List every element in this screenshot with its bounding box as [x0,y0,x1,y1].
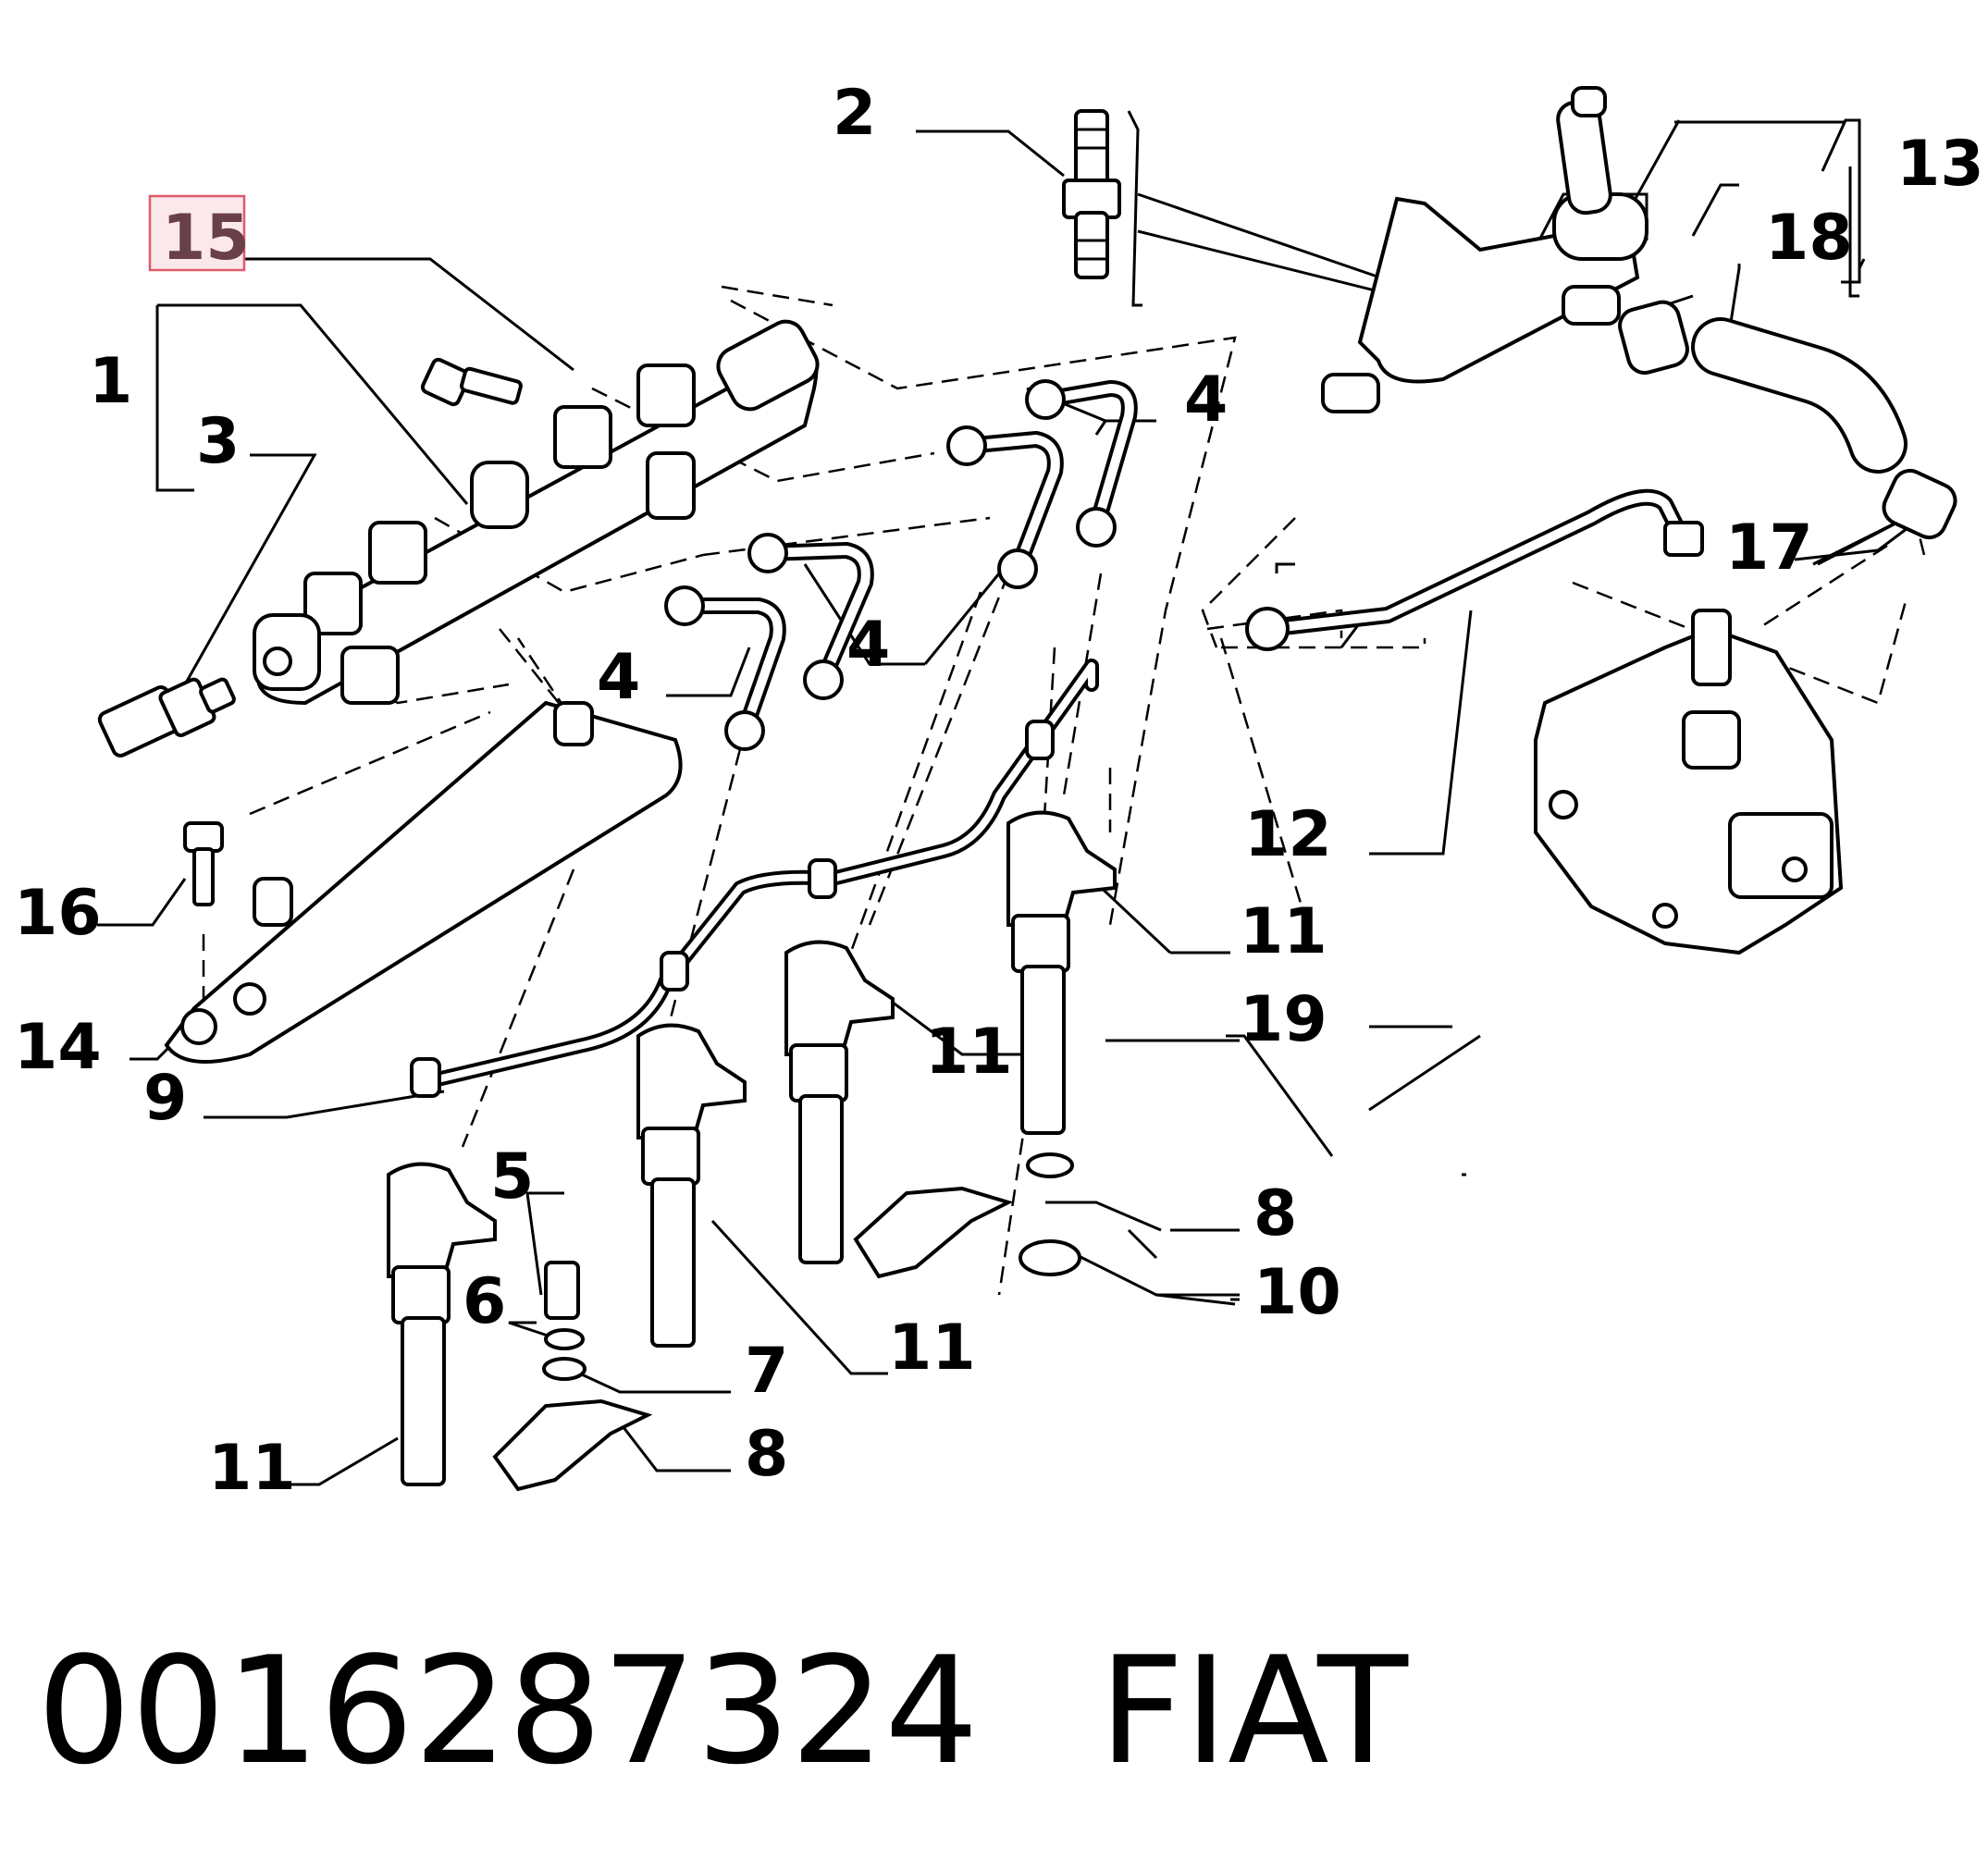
callout-9: 9 [143,1062,187,1135]
highlight-box-15 [148,194,246,272]
brand-name: FIAT [1098,1624,1408,1797]
callouts: 1 2 3 4 4 4 5 6 7 8 8 9 10 11 11 11 11 1… [14,77,1984,1505]
oring-6 [544,1328,585,1350]
washer-7 [542,1357,587,1381]
injector-11-c [784,940,895,1264]
callout-11-b: 11 [925,1016,1013,1089]
callout-8-b: 8 [745,1418,788,1491]
clamp-8-a [492,1398,653,1492]
callout-18: 18 [1765,202,1853,275]
callout-19: 19 [1240,983,1327,1056]
sleeve-5 [544,1261,580,1320]
callout-11-d: 11 [208,1432,296,1505]
fuel-rail-1 [253,319,820,706]
injector-11-a [387,1162,497,1486]
callout-14: 14 [14,1011,102,1084]
injector-11-d [1006,810,1117,1135]
pressure-sensor-3 [97,677,236,758]
callout-10: 10 [1253,1256,1341,1329]
exploded-parts-diagram: 1 2 3 4 4 4 5 6 7 8 8 9 10 11 11 11 11 1… [14,77,1984,1505]
injector-pipes-4 [664,379,1138,751]
bolt-16 [183,821,224,906]
leader-lines [97,110,1916,1486]
callout-11-c: 11 [888,1312,976,1385]
leak-off-pipe-9 [410,659,1099,1098]
hose-clamps [1618,300,1957,540]
callout-7: 7 [745,1335,788,1408]
callout-13: 13 [1896,128,1984,201]
callout-3: 3 [196,405,240,478]
small-parts [492,1152,1081,1492]
callout-12: 12 [1244,798,1332,871]
pump-union-13 [1321,86,1648,413]
callout-11-a: 11 [1240,895,1327,968]
callout-17: 17 [1725,511,1813,585]
stud-2 [1062,109,1121,279]
callout-1: 1 [89,345,132,418]
callout-4-c: 4 [597,641,640,714]
callout-4-b: 4 [846,609,890,682]
rail-cover-14 [164,700,683,1064]
callout-4-a: 4 [1184,363,1228,437]
washer-10 [1019,1239,1081,1276]
callout-8-a: 8 [1253,1177,1297,1250]
injectors-11 [387,810,1117,1486]
injector-11-b [636,1023,747,1348]
high-pressure-pump [1534,609,1844,955]
callout-16: 16 [14,877,102,950]
bolt-15 [420,357,523,407]
callout-5: 5 [490,1140,534,1213]
part-number: 0016287324 [37,1624,979,1797]
oring-19 [1026,1152,1074,1178]
callout-2: 2 [833,77,876,150]
callout-6: 6 [463,1265,506,1338]
clamp-8-b [853,1186,1014,1279]
callout-15: 15 [162,202,250,275]
return-pipe-12 [1245,488,1704,651]
hose-18 [1691,317,1908,474]
